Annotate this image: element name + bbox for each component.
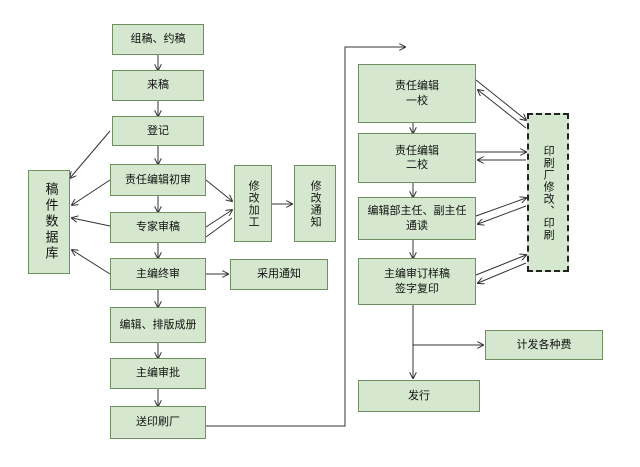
node-register-label: 登记 [147, 123, 169, 137]
node-revise-notice-label: 修改通知 [309, 179, 323, 228]
node-sign-proof: 主编审订样稿 签字复印 [358, 258, 476, 305]
node-first-review: 责任编辑初审 [110, 164, 206, 196]
node-accept-notice: 采用通知 [230, 259, 328, 290]
node-send-print-label: 送印刷厂 [136, 415, 180, 429]
node-receive: 来稿 [112, 70, 204, 101]
node-sign-proof-line2: 签字复印 [395, 281, 439, 295]
node-proof1: 责任编辑 一校 [358, 64, 476, 123]
node-expert-review-label: 专家审稿 [136, 220, 180, 234]
node-final-review-label: 主编终审 [136, 266, 180, 280]
node-accept-notice-label: 采用通知 [257, 267, 301, 281]
node-receive-label: 来稿 [147, 78, 169, 92]
node-proof3: 编辑部主任、副主任 通读 [358, 197, 476, 240]
node-first-review-label: 责任编辑初审 [125, 172, 191, 186]
node-revise-label: 修改加工 [247, 179, 261, 228]
node-register: 登记 [112, 116, 204, 146]
node-proof2-line1: 责任编辑 [395, 143, 439, 157]
node-database-label: 稿件数据库 [42, 182, 58, 262]
node-revise-notice: 修改通知 [294, 165, 336, 242]
node-publish: 发行 [358, 380, 480, 412]
node-proof2-line2: 二校 [406, 158, 428, 171]
node-expert-review: 专家审稿 [110, 212, 206, 243]
node-sign-proof-line1: 主编审订样稿 [384, 267, 450, 281]
node-solicit: 组稿、约稿 [112, 24, 204, 55]
node-solicit-label: 组稿、约稿 [130, 32, 186, 46]
node-editor-approve-label: 主编审批 [136, 366, 180, 380]
node-edit-layout-label: 编辑、排版成册 [119, 317, 197, 331]
node-proof3-line1: 编辑部主任、副主任 [367, 204, 467, 218]
node-revise: 修改加工 [234, 165, 272, 242]
node-publish-label: 发行 [408, 388, 430, 402]
node-proof2: 责任编辑 二校 [358, 133, 476, 183]
node-printer-label: 印刷厂修改、印刷 [542, 144, 556, 241]
node-database: 稿件数据库 [28, 170, 70, 274]
node-proof3-line2: 通读 [406, 218, 428, 232]
node-fees-label: 计发各种费 [516, 337, 572, 351]
node-edit-layout: 编辑、排版成册 [110, 307, 206, 343]
node-proof1-line1: 责任编辑 [395, 79, 439, 93]
node-fees: 计发各种费 [485, 330, 603, 360]
node-printer: 印刷厂修改、印刷 [527, 113, 569, 272]
node-send-print: 送印刷厂 [110, 406, 206, 439]
node-proof1-line2: 一校 [406, 93, 428, 107]
node-final-review: 主编终审 [110, 258, 206, 290]
node-editor-approve: 主编审批 [110, 358, 206, 389]
